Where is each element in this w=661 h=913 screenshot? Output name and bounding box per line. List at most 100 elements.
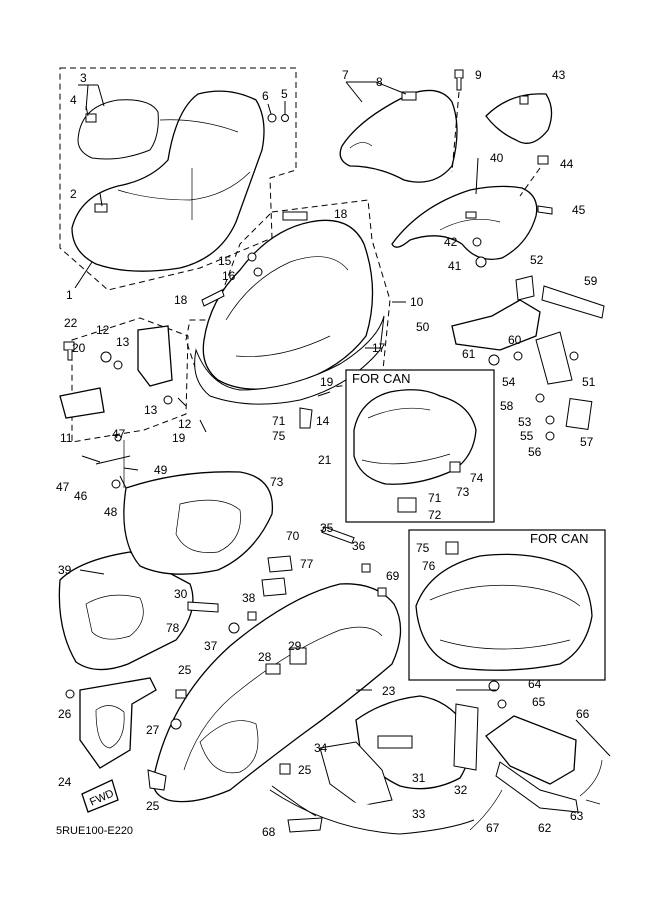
callout-44: 44 bbox=[560, 157, 574, 171]
callout-57: 57 bbox=[580, 435, 594, 449]
callout-28: 28 bbox=[258, 650, 272, 664]
callout-71a: 71 bbox=[272, 414, 286, 428]
callout-38: 38 bbox=[242, 591, 256, 605]
seat-illustration bbox=[71, 90, 265, 272]
callout-27: 27 bbox=[146, 723, 160, 737]
callout-6: 6 bbox=[262, 89, 269, 103]
callout-7: 7 bbox=[342, 68, 349, 82]
callout-77: 77 bbox=[300, 557, 314, 571]
callout-43: 43 bbox=[552, 68, 566, 82]
callout-21: 21 bbox=[318, 453, 332, 467]
callout-47b: 47 bbox=[56, 480, 70, 494]
callout-65: 65 bbox=[532, 695, 546, 709]
callout-13b: 13 bbox=[144, 403, 158, 417]
callout-39: 39 bbox=[58, 563, 72, 577]
callout-33: 33 bbox=[412, 807, 426, 821]
callout-52: 52 bbox=[530, 253, 544, 267]
callout-4: 4 bbox=[70, 93, 77, 107]
callout-54: 54 bbox=[502, 375, 516, 389]
callout-64: 64 bbox=[528, 677, 542, 691]
callout-58: 58 bbox=[500, 399, 514, 413]
callout-20: 20 bbox=[72, 341, 86, 355]
callout-15: 15 bbox=[218, 254, 232, 268]
callout-40: 40 bbox=[490, 151, 504, 165]
diagram-code: 5RUE100-E220 bbox=[56, 825, 133, 837]
callout-46: 46 bbox=[74, 489, 88, 503]
callout-37: 37 bbox=[204, 639, 218, 653]
callout-3: 3 bbox=[80, 71, 87, 85]
tail-cover-group bbox=[391, 93, 553, 268]
callout-12a: 12 bbox=[96, 323, 110, 337]
callout-9: 9 bbox=[475, 68, 482, 82]
callout-18b: 18 bbox=[174, 293, 188, 307]
callout-18a: 18 bbox=[334, 207, 348, 221]
callout-32: 32 bbox=[454, 783, 468, 797]
callout-61: 61 bbox=[462, 347, 476, 361]
callout-49: 49 bbox=[154, 463, 168, 477]
for-can-title-1: FOR CAN bbox=[352, 371, 411, 386]
seat-group bbox=[59, 67, 297, 291]
callout-60: 60 bbox=[508, 333, 522, 347]
rear-seat-group bbox=[339, 69, 464, 183]
callout-63: 63 bbox=[570, 809, 584, 823]
callout-47a: 47 bbox=[112, 427, 126, 441]
callout-25c: 25 bbox=[298, 763, 312, 777]
side-parts-group bbox=[65, 677, 323, 833]
callout-16: 16 bbox=[222, 269, 236, 283]
callout-66: 66 bbox=[576, 707, 590, 721]
lock-group bbox=[59, 317, 331, 443]
for-can-box-1: FOR CAN bbox=[345, 369, 495, 523]
callout-5: 5 bbox=[281, 87, 288, 101]
callout-55: 55 bbox=[520, 429, 534, 443]
callout-51: 51 bbox=[582, 375, 596, 389]
callout-23: 23 bbox=[382, 684, 396, 698]
callout-8: 8 bbox=[376, 75, 383, 89]
callout-12b: 12 bbox=[178, 417, 192, 431]
front-cover-group bbox=[58, 471, 274, 671]
callout-69: 69 bbox=[386, 569, 400, 583]
callout-19b: 19 bbox=[172, 431, 186, 445]
callout-50: 50 bbox=[416, 320, 430, 334]
callout-45: 45 bbox=[572, 203, 586, 217]
callout-78: 78 bbox=[166, 621, 180, 635]
fwd-tag: FWD bbox=[81, 779, 119, 813]
callout-75a: 75 bbox=[272, 429, 286, 443]
cable-group bbox=[81, 434, 139, 497]
callout-31: 31 bbox=[412, 771, 426, 785]
callout-1: 1 bbox=[66, 288, 73, 302]
callout-labels: 1 2 3 4 5 6 7 8 9 10 11 12 12 13 13 14 1… bbox=[56, 68, 598, 839]
callout-22: 22 bbox=[64, 316, 78, 330]
callout-36: 36 bbox=[352, 539, 366, 553]
callout-73a: 73 bbox=[270, 475, 284, 489]
callout-70: 70 bbox=[286, 529, 300, 543]
bracket-group bbox=[456, 680, 611, 831]
floor-mats-group bbox=[269, 695, 479, 835]
callout-73b: 73 bbox=[456, 485, 470, 499]
for-can-title-2: FOR CAN bbox=[530, 531, 589, 546]
callout-62: 62 bbox=[538, 821, 552, 835]
callout-10: 10 bbox=[410, 295, 424, 309]
callout-30: 30 bbox=[174, 587, 188, 601]
callout-11: 11 bbox=[60, 431, 73, 445]
callout-26: 26 bbox=[58, 707, 72, 721]
callout-48: 48 bbox=[104, 505, 118, 519]
callout-29: 29 bbox=[288, 639, 302, 653]
callout-72: 72 bbox=[428, 508, 442, 522]
callout-53: 53 bbox=[518, 415, 532, 429]
license-plate-group bbox=[451, 275, 605, 441]
callout-75b: 75 bbox=[416, 541, 430, 555]
callout-34: 34 bbox=[314, 741, 328, 755]
callout-25b: 25 bbox=[146, 799, 160, 813]
callout-59: 59 bbox=[584, 274, 598, 288]
callout-17: 17 bbox=[372, 341, 386, 355]
callout-25a: 25 bbox=[178, 663, 192, 677]
callout-67: 67 bbox=[486, 821, 500, 835]
callout-24: 24 bbox=[58, 775, 72, 789]
lower-frame-group bbox=[152, 526, 402, 803]
callout-13a: 13 bbox=[116, 335, 130, 349]
callout-42: 42 bbox=[444, 235, 458, 249]
callout-76: 76 bbox=[422, 559, 436, 573]
storage-box-group bbox=[185, 199, 406, 405]
callout-68: 68 bbox=[262, 825, 276, 839]
